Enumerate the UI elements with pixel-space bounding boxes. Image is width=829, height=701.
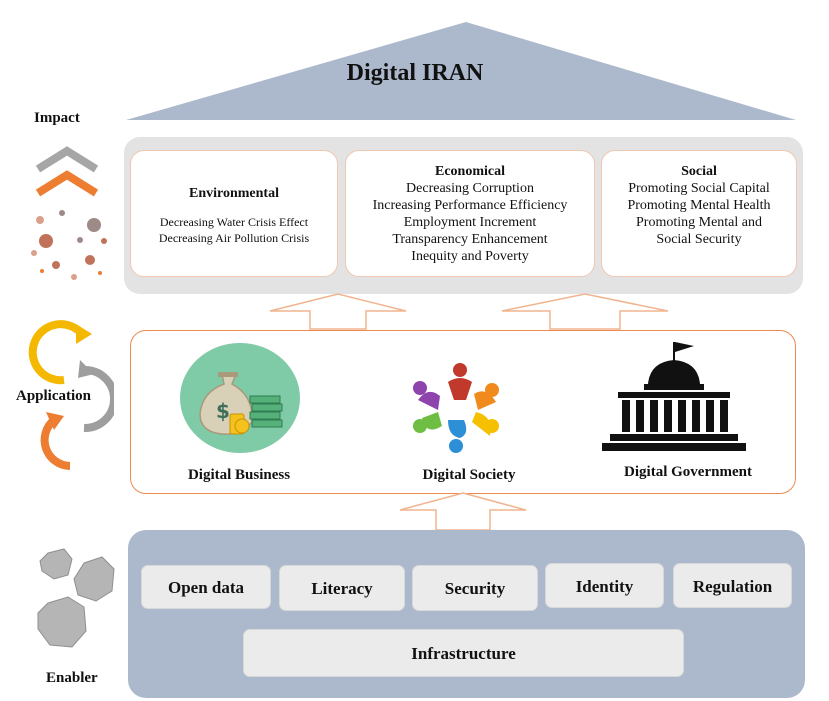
- economical-item: Employment Increment: [403, 215, 537, 230]
- infrastructure-bar: Infrastructure: [243, 629, 684, 677]
- environmental-card: Environmental Decreasing Water Crisis Ef…: [130, 150, 338, 277]
- application-label: Application: [16, 388, 92, 404]
- enabler-identity: Identity: [545, 563, 664, 608]
- economical-heading: Economical: [435, 164, 505, 179]
- impact-label: Impact: [34, 110, 80, 126]
- gears-icon: [37, 548, 115, 648]
- economical-item: Increasing Performance Efficiency: [372, 198, 568, 213]
- environmental-item: Decreasing Air Pollution Crisis: [158, 231, 310, 245]
- social-item: Promoting Mental Health: [627, 198, 771, 213]
- up-arrow: [269, 293, 407, 330]
- environmental-heading: Environmental: [189, 186, 279, 201]
- chevron-up-icon: [31, 146, 107, 280]
- enabler-regulation: Regulation: [673, 563, 792, 608]
- up-arrow: [399, 492, 527, 531]
- digital-government-label: Digital Government: [624, 464, 752, 480]
- economical-card: Economical Decreasing Corruption Increas…: [345, 150, 595, 277]
- enabler-security: Security: [412, 565, 538, 611]
- enabler-open-data: Open data: [141, 565, 271, 609]
- cycle-arrows-icon: [28, 320, 114, 470]
- digital-business-label: Digital Business: [187, 467, 291, 483]
- social-item: Social Security: [656, 232, 742, 247]
- svg-text:$: $: [216, 399, 230, 423]
- economical-item: Decreasing Corruption: [406, 181, 534, 196]
- social-item: Promoting Mental and: [636, 215, 762, 230]
- enabler-literacy: Literacy: [279, 565, 405, 611]
- social-heading: Social: [681, 164, 717, 179]
- economical-item: Inequity and Poverty: [411, 249, 529, 264]
- enabler-label: Enabler: [46, 670, 98, 686]
- social-card: Social Promoting Social Capital Promotin…: [601, 150, 797, 277]
- digital-society-label: Digital Society: [422, 467, 516, 483]
- diagram-title: Digital IRAN: [346, 60, 484, 86]
- up-arrow: [501, 293, 669, 330]
- money-bag-icon: $: [180, 343, 300, 453]
- environmental-item: Decreasing Water Crisis Effect: [159, 215, 309, 229]
- people-circle-icon: [413, 363, 499, 453]
- roof-triangle: [126, 22, 796, 120]
- capitol-building-icon: [602, 342, 746, 451]
- social-item: Promoting Social Capital: [628, 181, 770, 196]
- economical-item: Transparency Enhancement: [392, 232, 548, 247]
